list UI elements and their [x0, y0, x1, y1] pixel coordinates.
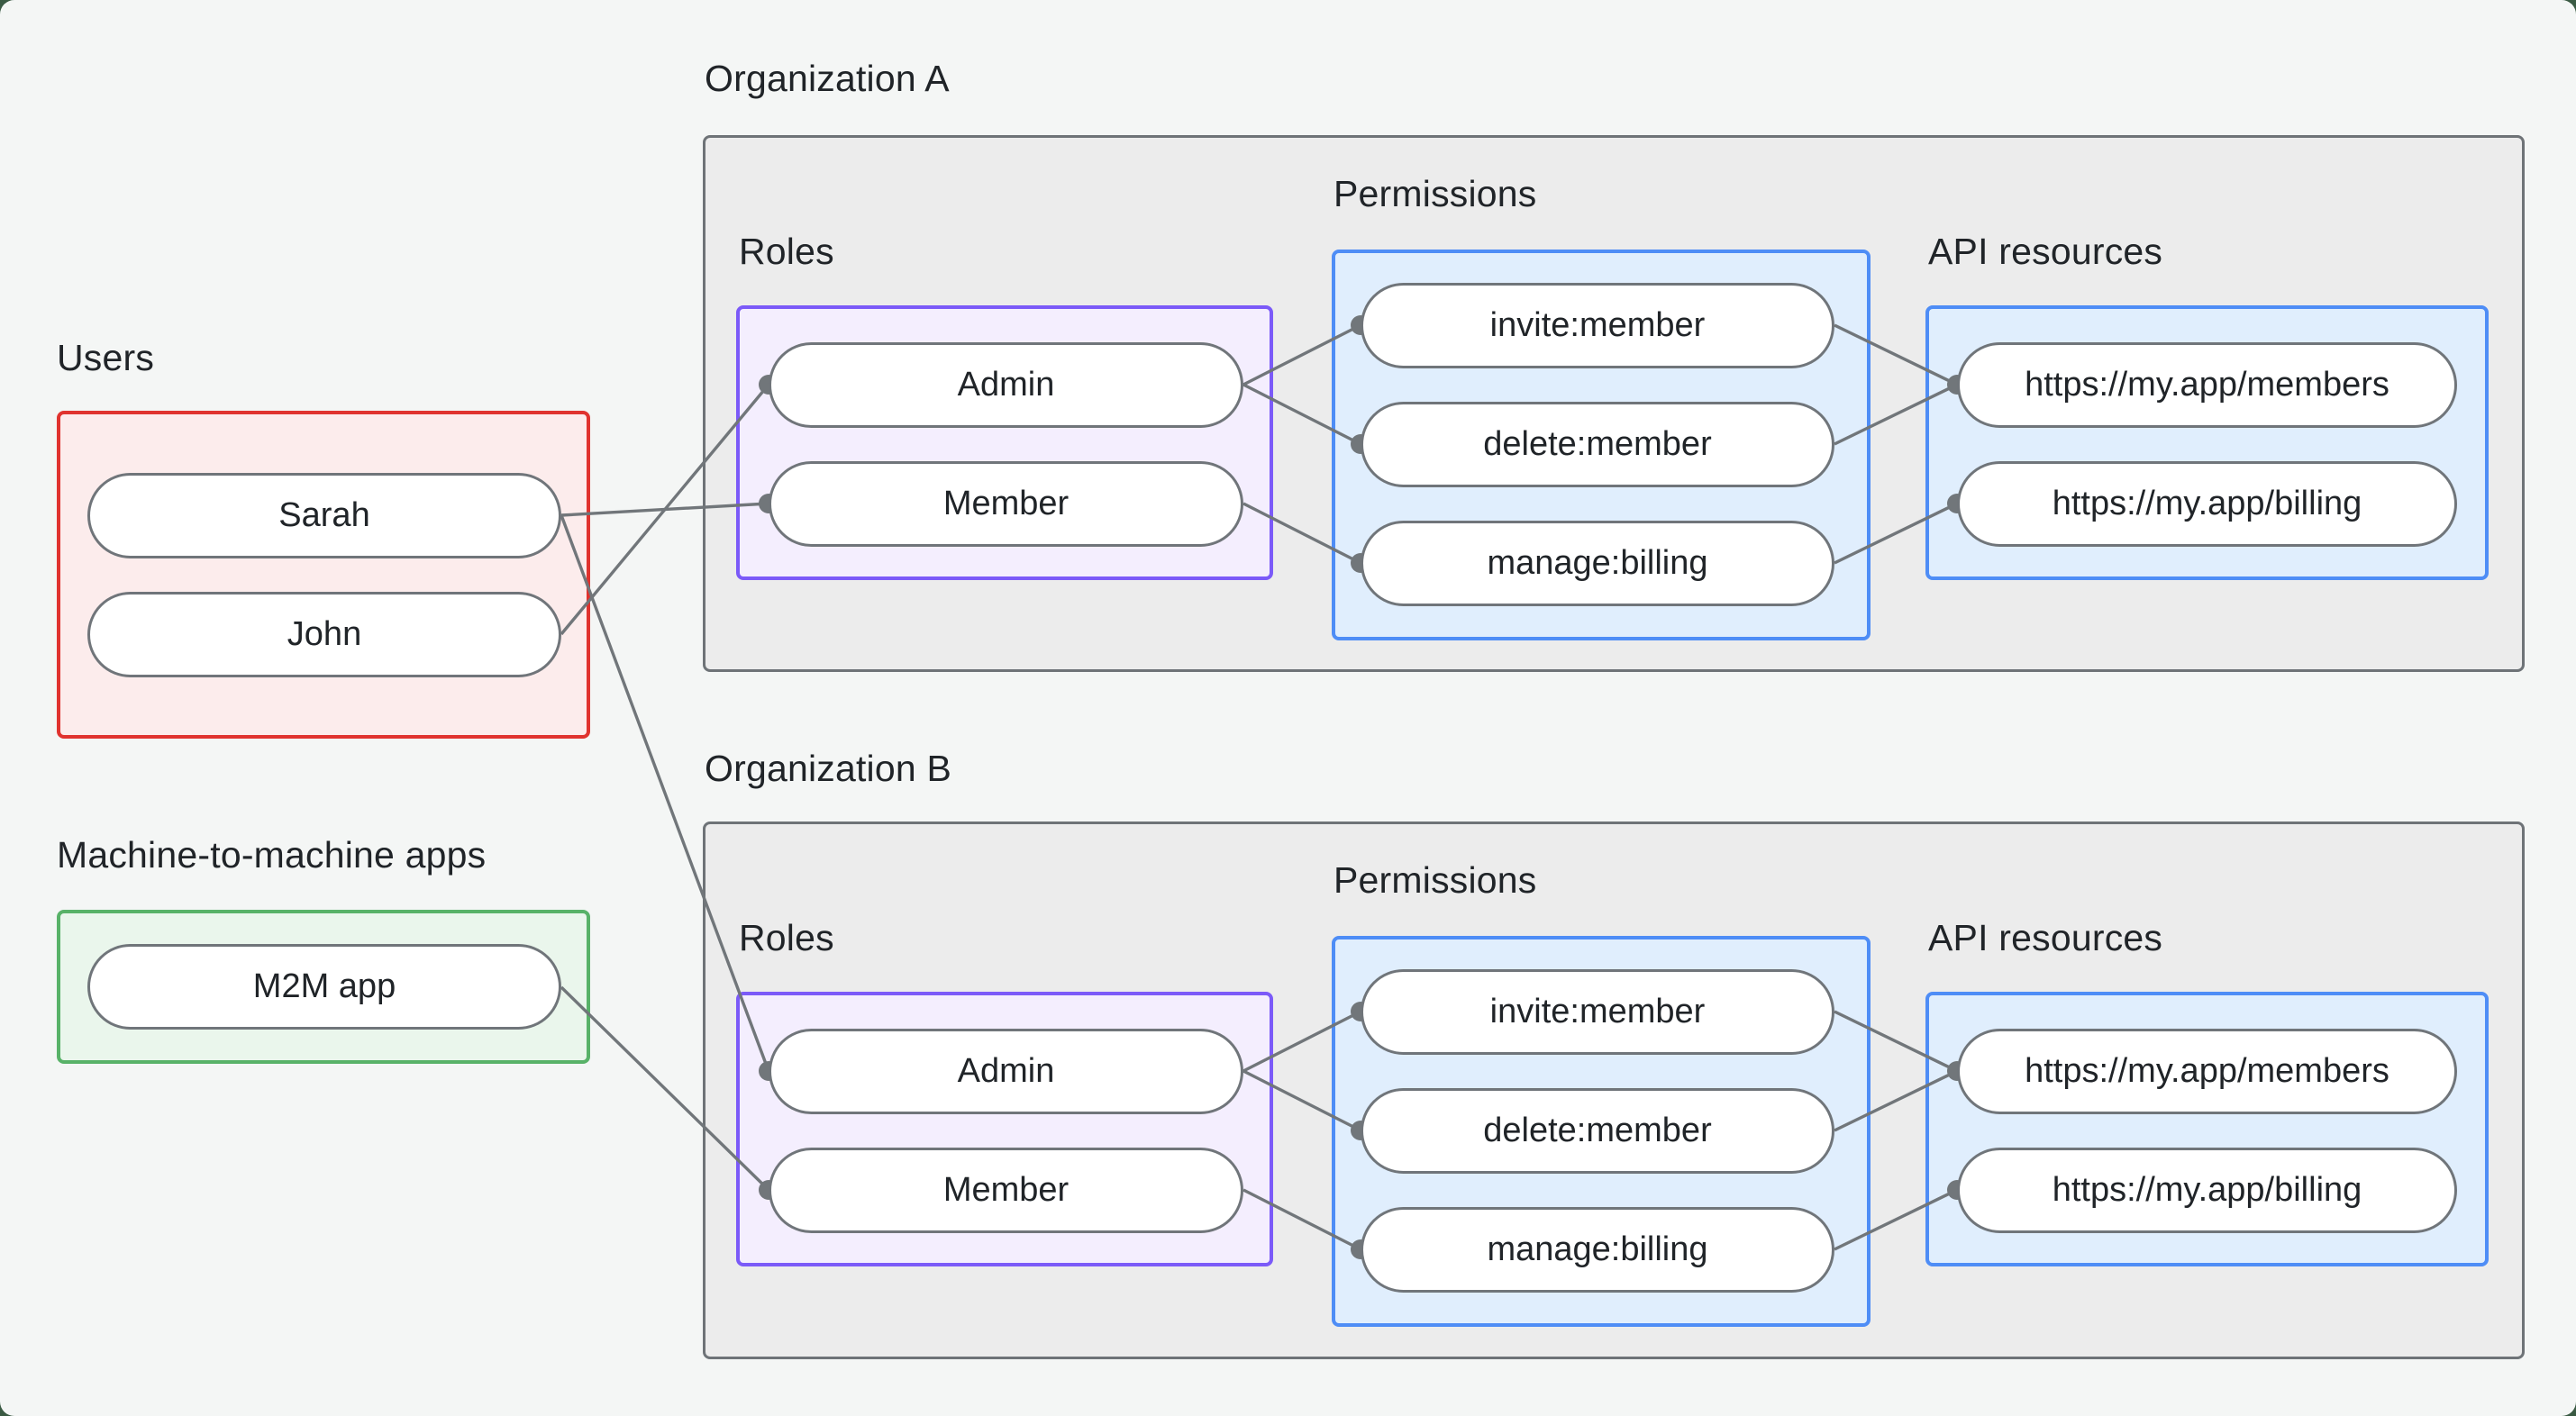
org-a-role-admin-node: Admin — [769, 342, 1243, 428]
org-b-role-admin-node: Admin — [769, 1029, 1243, 1114]
org-a-permission-invite-member-node: invite:member — [1361, 283, 1834, 368]
organization-a-title: Organization A — [705, 58, 950, 99]
org-b-roles-title: Roles — [739, 917, 834, 958]
org-b-role-member-node: Member — [769, 1148, 1243, 1233]
org-b-api-members-node: https://my.app/members — [1957, 1029, 2457, 1114]
org-a-api-resources-title: API resources — [1928, 231, 2163, 272]
org-b-permission-invite-member-node: invite:member — [1361, 969, 1834, 1055]
m2m-app-node: M2M app — [87, 944, 561, 1030]
org-a-api-billing-node: https://my.app/billing — [1957, 461, 2457, 547]
org-a-permission-delete-member-node: delete:member — [1361, 402, 1834, 487]
org-a-role-member-node: Member — [769, 461, 1243, 547]
org-b-permission-manage-billing-node: manage:billing — [1361, 1207, 1834, 1293]
org-b-api-resources-title: API resources — [1928, 917, 2163, 958]
org-b-permission-delete-member-node: delete:member — [1361, 1088, 1834, 1174]
org-a-permission-manage-billing-node: manage:billing — [1361, 521, 1834, 606]
org-a-roles-title: Roles — [739, 231, 834, 272]
org-a-api-members-node: https://my.app/members — [1957, 342, 2457, 428]
users-group-box — [57, 411, 590, 739]
organization-b-title: Organization B — [705, 748, 952, 789]
users-section-title: Users — [57, 337, 155, 378]
m2m-section-title: Machine-to-machine apps — [57, 834, 487, 876]
org-b-api-billing-node: https://my.app/billing — [1957, 1148, 2457, 1233]
org-b-permissions-title: Permissions — [1334, 859, 1537, 901]
user-node-john: John — [87, 592, 561, 677]
user-node-sarah: Sarah — [87, 473, 561, 558]
org-a-permissions-title: Permissions — [1334, 173, 1537, 214]
